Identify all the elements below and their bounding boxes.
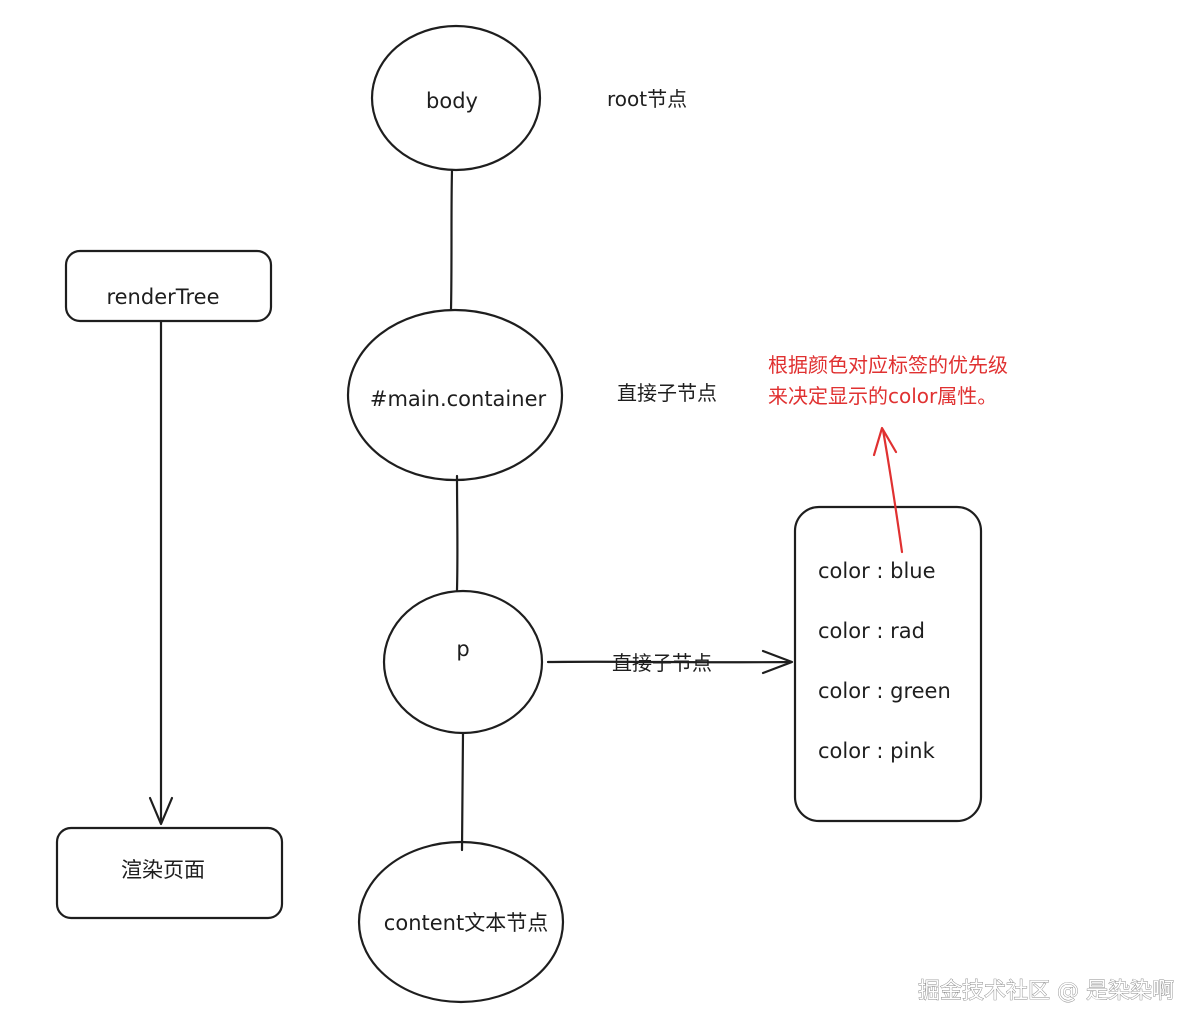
edge-body-main bbox=[449, 168, 454, 312]
node-render-page-label: 渲染页面 bbox=[121, 858, 205, 882]
color-item: color : rad bbox=[818, 619, 925, 643]
note-direct-child-2: 直接子节点 bbox=[612, 651, 712, 675]
arrow-p-to-color-box bbox=[546, 649, 794, 675]
node-main-container-label: #main.container bbox=[370, 387, 547, 411]
red-arrow bbox=[872, 426, 904, 554]
node-body-label: body bbox=[426, 89, 478, 113]
note-root: root节点 bbox=[607, 87, 687, 111]
node-render-tree: renderTree bbox=[64, 249, 273, 323]
edge-p-content bbox=[460, 731, 465, 852]
node-content: content文本节点 bbox=[357, 840, 565, 1004]
color-item: color : green bbox=[818, 679, 951, 703]
node-render-page: 渲染页面 bbox=[55, 826, 284, 920]
node-body: body bbox=[370, 24, 542, 172]
color-item: color : blue bbox=[818, 559, 936, 583]
node-render-tree-label: renderTree bbox=[106, 285, 219, 309]
arrow-render-tree-to-page bbox=[148, 320, 174, 826]
red-note-line2: 来决定显示的color属性。 bbox=[768, 384, 997, 408]
color-item: color : pink bbox=[818, 739, 936, 763]
watermark: 掘金技术社区 @ 是染染啊 bbox=[918, 979, 1174, 1004]
node-content-label: content文本节点 bbox=[384, 911, 548, 935]
color-priority-box: color : blue color : rad color : green c… bbox=[793, 505, 983, 823]
node-p: p bbox=[382, 589, 544, 735]
node-p-label: p bbox=[456, 637, 469, 661]
note-direct-child-1: 直接子节点 bbox=[617, 381, 717, 405]
red-note-line1: 根据颜色对应标签的优先级 bbox=[768, 353, 1008, 377]
node-main-container: #main.container bbox=[346, 308, 564, 482]
